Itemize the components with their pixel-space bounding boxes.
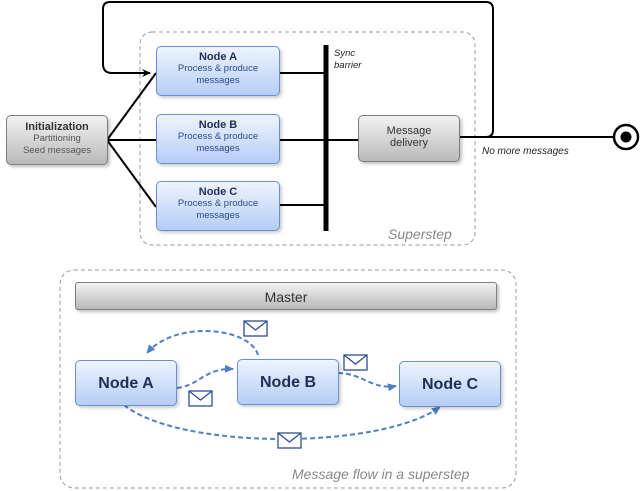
flow-a-to-b-arrow bbox=[176, 364, 234, 389]
message-delivery-line2: delivery bbox=[390, 137, 428, 149]
initialization-title: Initialization bbox=[25, 121, 89, 133]
message-flow-frame bbox=[59, 269, 517, 489]
node-line2: messages bbox=[196, 143, 240, 154]
node-line2: messages bbox=[196, 75, 240, 86]
superstep-node-a: Node A Process & produce messages bbox=[156, 46, 280, 96]
envelope-icon bbox=[243, 320, 268, 337]
node-line1: Process & produce bbox=[177, 131, 259, 142]
message-flow-label: Message flow in a superstep bbox=[292, 466, 470, 482]
message-delivery-box: Message delivery bbox=[358, 115, 460, 162]
initialization-box: Initialization Partitioning Seed message… bbox=[6, 115, 108, 165]
superstep-label: Superstep bbox=[388, 226, 452, 242]
superstep-frame bbox=[139, 31, 476, 246]
initialization-line2: Seed messages bbox=[22, 145, 92, 156]
flow-b-to-c-arrow bbox=[337, 372, 397, 392]
initialization-line1: Partitioning bbox=[33, 133, 81, 144]
message-delivery-line1: Message bbox=[386, 125, 432, 137]
sync-barrier-line1: Sync bbox=[334, 48, 356, 59]
flow-node-a: Node A bbox=[75, 360, 177, 406]
loop-back-arrow bbox=[102, 1, 494, 138]
superstep-node-c: Node C Process & produce messages bbox=[156, 181, 280, 231]
superstep-node-b: Node B Process & produce messages bbox=[156, 114, 280, 164]
flow-node-b: Node B bbox=[237, 359, 339, 405]
node-line1: Process & produce bbox=[177, 63, 259, 74]
node-line1: Process & produce bbox=[177, 198, 259, 209]
init-to-node-a-line bbox=[106, 72, 157, 141]
node-title: Node C bbox=[198, 186, 238, 198]
node-title: Node A bbox=[198, 51, 238, 63]
flow-b-to-a-arrow bbox=[146, 330, 259, 356]
node-line2: messages bbox=[196, 210, 240, 221]
master-bar: Master bbox=[75, 282, 497, 310]
envelope-icon bbox=[343, 354, 368, 371]
flow-node-c: Node C bbox=[399, 361, 501, 407]
sync-barrier-line2: barrier bbox=[334, 60, 362, 71]
sync-barrier-label: Sync barrier bbox=[334, 48, 361, 72]
envelope-icon bbox=[277, 432, 302, 449]
envelope-icon bbox=[188, 390, 213, 407]
node-title: Node B bbox=[198, 119, 238, 131]
no-more-messages-label: No more messages bbox=[482, 146, 569, 157]
init-to-node-c-line bbox=[106, 139, 157, 208]
end-state-icon bbox=[612, 123, 640, 151]
